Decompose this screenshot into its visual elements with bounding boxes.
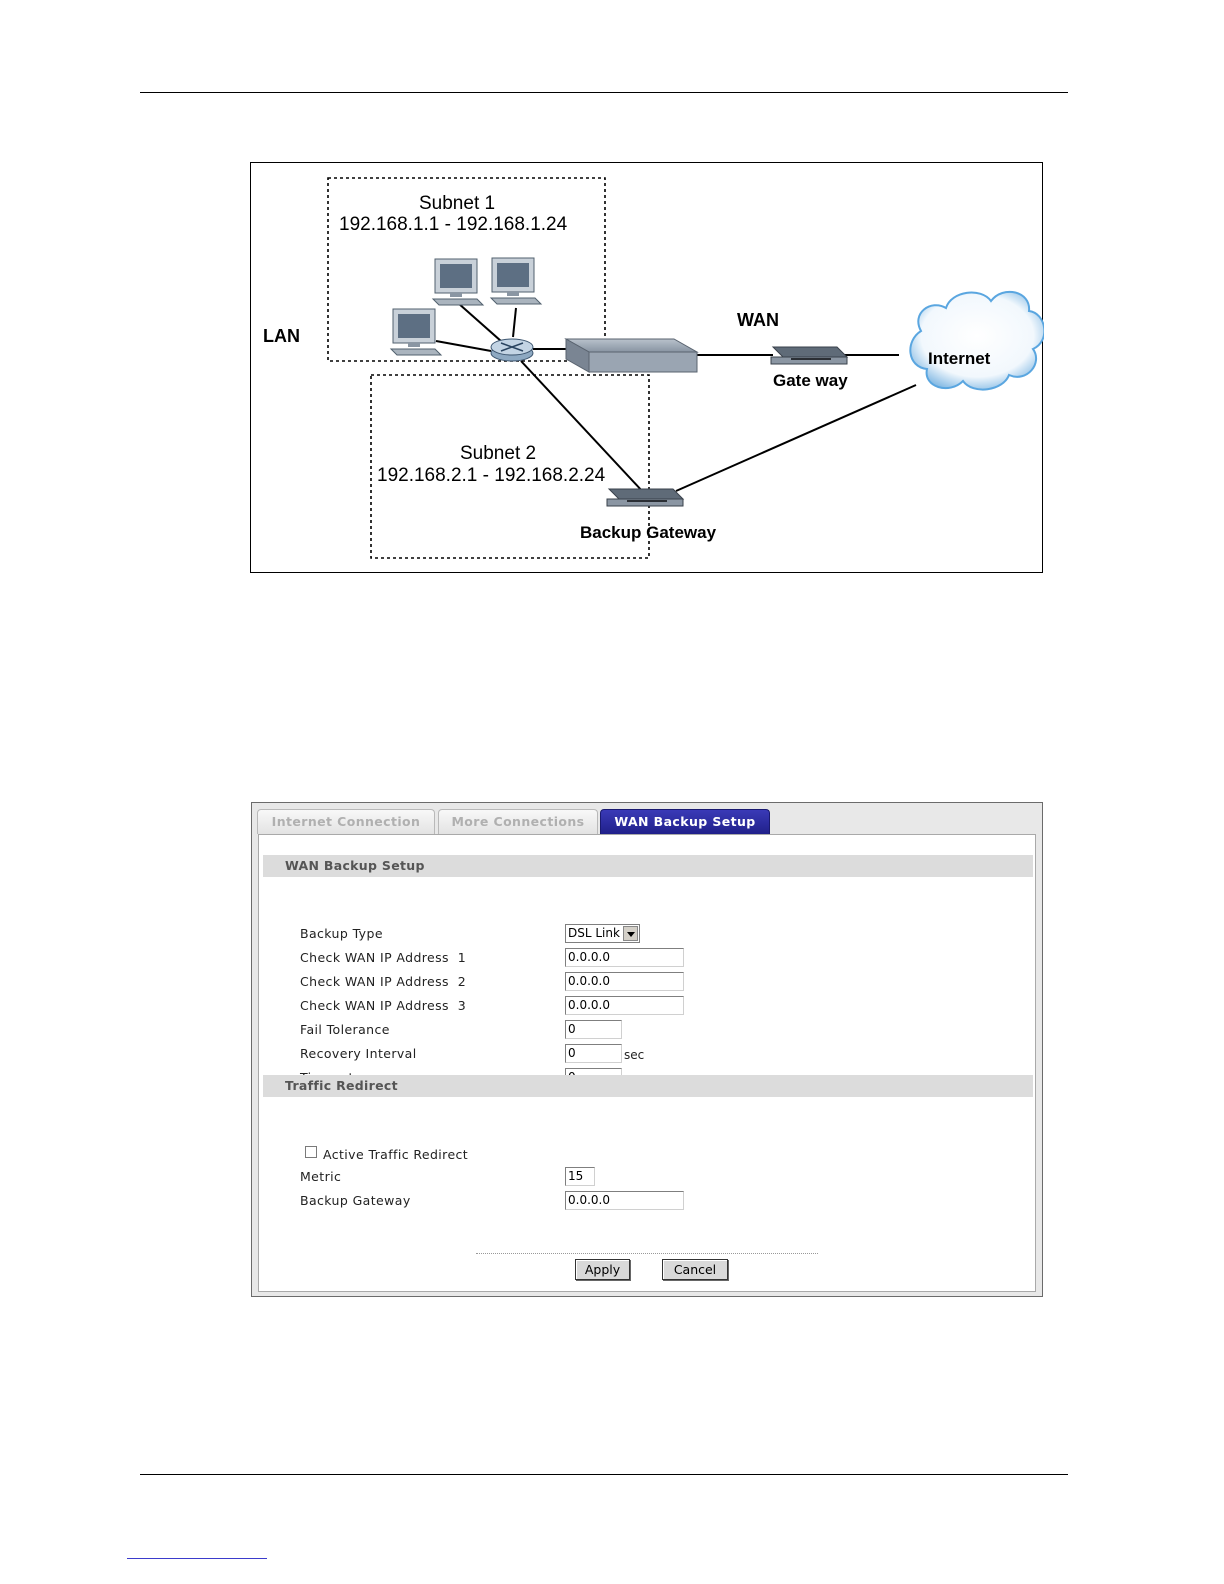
internet-cloud-icon xyxy=(909,291,1044,391)
apply-button[interactable]: Apply xyxy=(575,1259,630,1280)
backup-gateway-input[interactable]: 0.0.0.0 xyxy=(565,1191,684,1210)
footer-rule xyxy=(140,1474,1068,1475)
computer-icon xyxy=(389,308,443,356)
check-ip1-label: Check WAN IP Address 1 xyxy=(300,950,467,965)
computer-icon xyxy=(431,258,485,306)
tab-internet-connection[interactable]: Internet Connection xyxy=(257,809,435,834)
recovery-interval-input[interactable]: 0 xyxy=(565,1044,622,1063)
subnet1-range: 192.168.1.1 - 192.168.1.24 xyxy=(339,214,568,235)
gateway-icon xyxy=(770,346,849,365)
fail-tolerance-label: Fail Tolerance xyxy=(300,1022,390,1037)
active-traffic-redirect-label: Active Traffic Redirect xyxy=(323,1147,469,1162)
hub-icon xyxy=(490,338,534,362)
wan-backup-screen: Internet Connection More Connections WAN… xyxy=(251,802,1043,1297)
subnet1-boundary xyxy=(327,177,606,362)
backup-gateway-field-label: Backup Gateway xyxy=(300,1193,411,1208)
check-ip2-label: Check WAN IP Address 2 xyxy=(300,974,467,989)
check-ip2-input[interactable]: 0.0.0.0 xyxy=(565,972,684,991)
backup-type-label: Backup Type xyxy=(300,926,383,941)
fail-tolerance-input[interactable]: 0 xyxy=(565,1020,622,1039)
check-ip1-input[interactable]: 0.0.0.0 xyxy=(565,948,684,967)
check-ip3-label: Check WAN IP Address 3 xyxy=(300,998,467,1013)
gateway-label: Gate way xyxy=(773,371,848,390)
computer-icon xyxy=(489,257,543,305)
backup-gateway-icon xyxy=(606,488,685,507)
internet-label: Internet xyxy=(928,349,991,368)
metric-input[interactable]: 15 xyxy=(565,1167,595,1186)
recovery-interval-unit: sec xyxy=(624,1048,645,1062)
footer-link-underline xyxy=(127,1558,267,1559)
metric-label: Metric xyxy=(300,1169,342,1184)
router-icon xyxy=(564,338,699,373)
chevron-down-icon[interactable] xyxy=(623,926,638,941)
recovery-interval-label: Recovery Interval xyxy=(300,1046,417,1061)
subnet1-name: Subnet 1 xyxy=(419,193,496,214)
button-divider xyxy=(476,1253,818,1254)
section-traffic-redirect-bar: Traffic Redirect xyxy=(263,1075,1033,1097)
header-rule xyxy=(140,92,1068,93)
lan-label: LAN xyxy=(263,326,300,346)
section-wan-backup-setup: WAN Backup Setup xyxy=(263,855,1033,877)
network-diagram: Subnet 1 192.168.1.1 - 192.168.1.24 LAN … xyxy=(250,162,1044,573)
subnet2-range: 192.168.2.1 - 192.168.2.24 xyxy=(377,465,606,486)
wan-label: WAN xyxy=(737,310,779,330)
content-area: WAN Backup Setup Backup Type DSL Link Ch… xyxy=(258,834,1036,1292)
subnet2-boundary xyxy=(370,374,650,559)
active-traffic-redirect-checkbox[interactable] xyxy=(305,1146,317,1158)
connection-lines xyxy=(435,302,917,494)
tab-wan-backup-setup[interactable]: WAN Backup Setup xyxy=(600,809,770,834)
backup-type-value: DSL Link xyxy=(568,926,620,940)
tab-more-connections[interactable]: More Connections xyxy=(438,809,598,834)
backup-gateway-label: Backup Gateway xyxy=(580,523,717,542)
diagram-graphics xyxy=(327,177,1044,559)
subnet2-name: Subnet 2 xyxy=(460,443,537,464)
cancel-button[interactable]: Cancel xyxy=(662,1259,728,1280)
check-ip3-input[interactable]: 0.0.0.0 xyxy=(565,996,684,1015)
backup-type-select[interactable]: DSL Link xyxy=(565,924,640,943)
